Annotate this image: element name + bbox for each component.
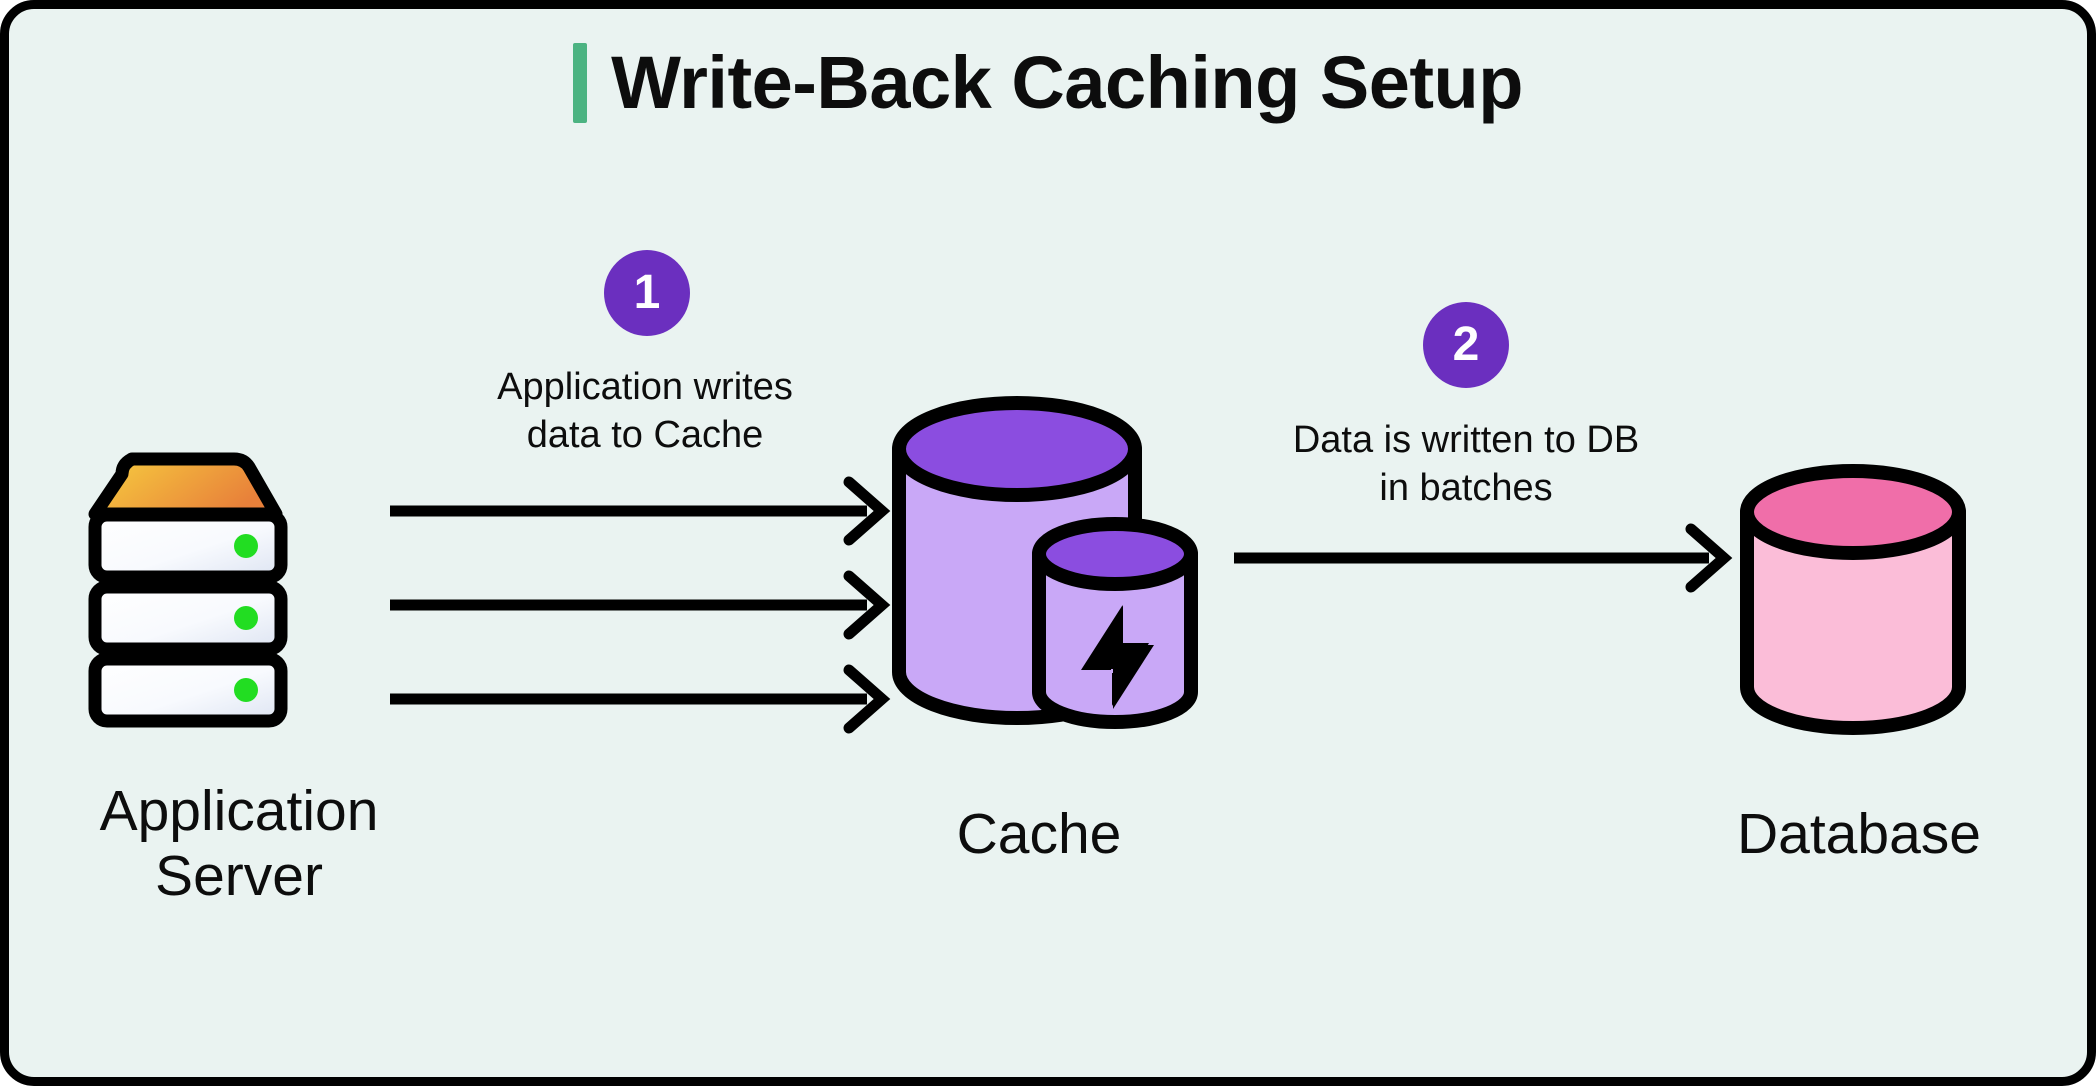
server-led-3 (234, 678, 258, 702)
node-label-application-server: Application Server (99, 779, 379, 908)
diagram-graphics-layer (88, 396, 1966, 735)
server-rack-icon (88, 452, 288, 728)
arrow-server-to-cache-2 (390, 570, 891, 640)
cache-badge-cylinder-icon (1032, 517, 1198, 729)
title-text: Write-Back Caching Setup (611, 41, 1523, 124)
title-accent-bar (573, 43, 588, 123)
step-label-1: Application writes data to Cache (497, 366, 793, 456)
server-led-1 (234, 534, 258, 558)
arrow-server-to-cache-1 (390, 476, 891, 546)
server-led-2 (234, 606, 258, 630)
step-badge-2-number: 2 (1452, 318, 1480, 371)
lightning-bolt-icon-solid (1082, 605, 1154, 709)
node-label-database: Database (1736, 802, 1981, 866)
arrow-cache-to-database (1234, 523, 1733, 593)
step-badge-1[interactable]: 1 (604, 250, 690, 336)
page-title: Write-Back Caching Setup (9, 43, 2087, 123)
database-cylinder-icon (1740, 464, 1966, 735)
step-badge-1-number: 1 (633, 266, 661, 319)
arrow-server-to-cache-3 (390, 664, 891, 734)
step-label-2: Data is written to DB in batches (1292, 419, 1640, 509)
node-label-cache: Cache (956, 802, 1122, 866)
step-badge-2[interactable]: 2 (1423, 302, 1509, 388)
